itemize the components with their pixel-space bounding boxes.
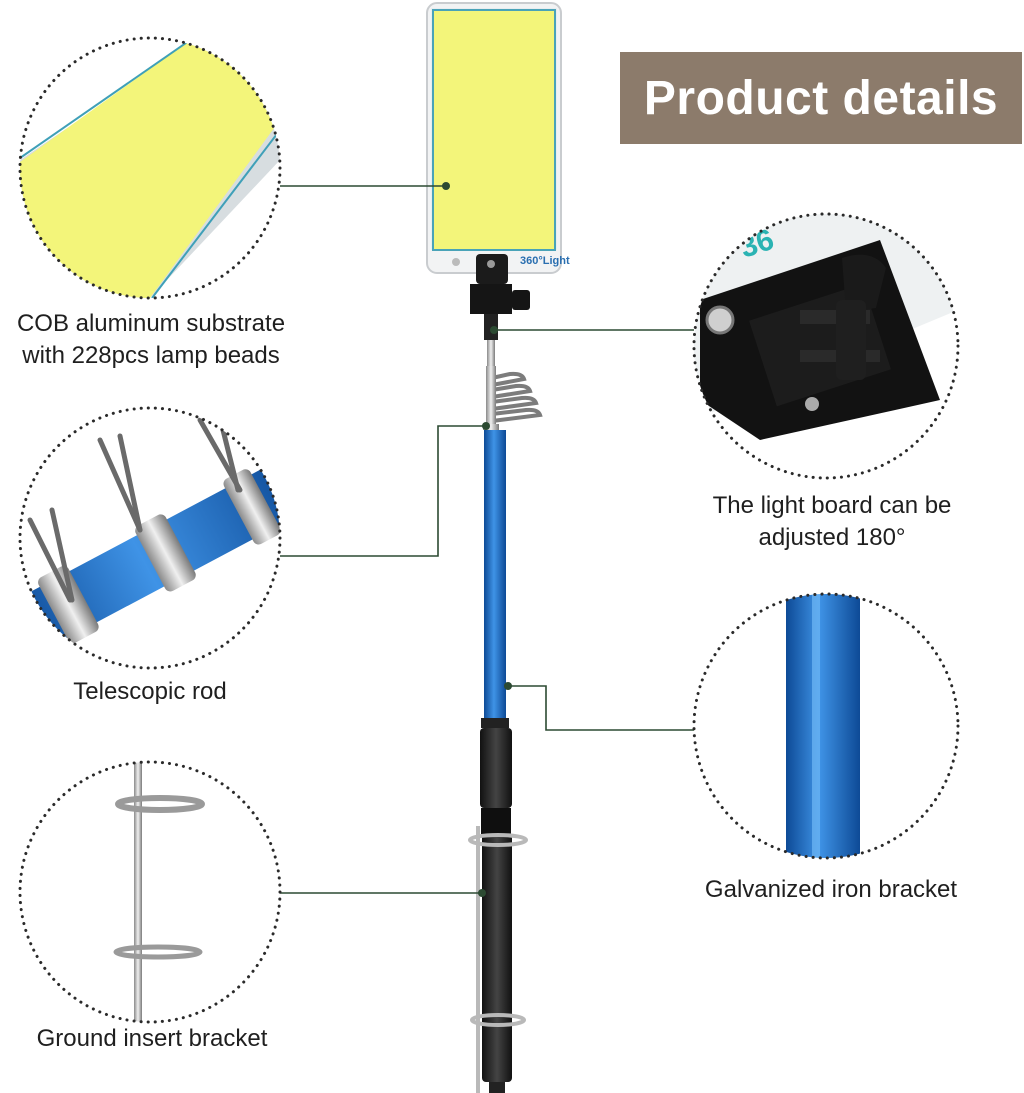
label-adjust-line1: The light board can be: [712, 492, 952, 519]
label-rod: Telescopic rod: [40, 676, 260, 708]
label-iron-line1: Galvanized iron bracket: [704, 876, 958, 903]
label-cob-panel: COB aluminum substrate with 228pcs lamp …: [0, 308, 302, 372]
page-title: Product details: [643, 71, 999, 125]
label-adjust-line2: adjusted 180°: [758, 524, 906, 551]
ground-stake-bracket: [468, 826, 528, 1093]
label-cob-line1: COB aluminum substrate: [16, 310, 286, 337]
panel-brand-text: 360°Light: [520, 255, 570, 267]
telescopic-rod: [480, 366, 512, 1093]
label-iron: Galvanized iron bracket: [676, 874, 986, 906]
label-ground-line1: Ground insert bracket: [36, 1025, 268, 1052]
mount-bracket-closeup: 36: [692, 212, 960, 480]
light-panel: 360°Light: [426, 2, 570, 274]
label-adjust: The light board can be adjusted 180°: [680, 490, 984, 554]
label-ground: Ground insert bracket: [10, 1023, 294, 1055]
rod-guides: [490, 371, 543, 423]
label-cob-line2: with 228pcs lamp beads: [22, 342, 280, 369]
handle-grip: [480, 728, 512, 808]
product-details-badge: Product details: [620, 52, 1022, 144]
label-rod-line1: Telescopic rod: [73, 678, 227, 705]
cob-panel-closeup: [18, 36, 282, 300]
cob-led-area: [433, 10, 555, 250]
telescopic-rod-closeup: [18, 406, 282, 670]
connector-dots: [442, 182, 512, 897]
iron-bracket-closeup: [692, 592, 960, 860]
ground-stake-closeup: [18, 760, 282, 1024]
callout-connectors: [280, 185, 698, 894]
panel-switch-icon: [452, 258, 460, 266]
connector-rod: [280, 425, 486, 557]
connector-iron: [508, 685, 698, 731]
